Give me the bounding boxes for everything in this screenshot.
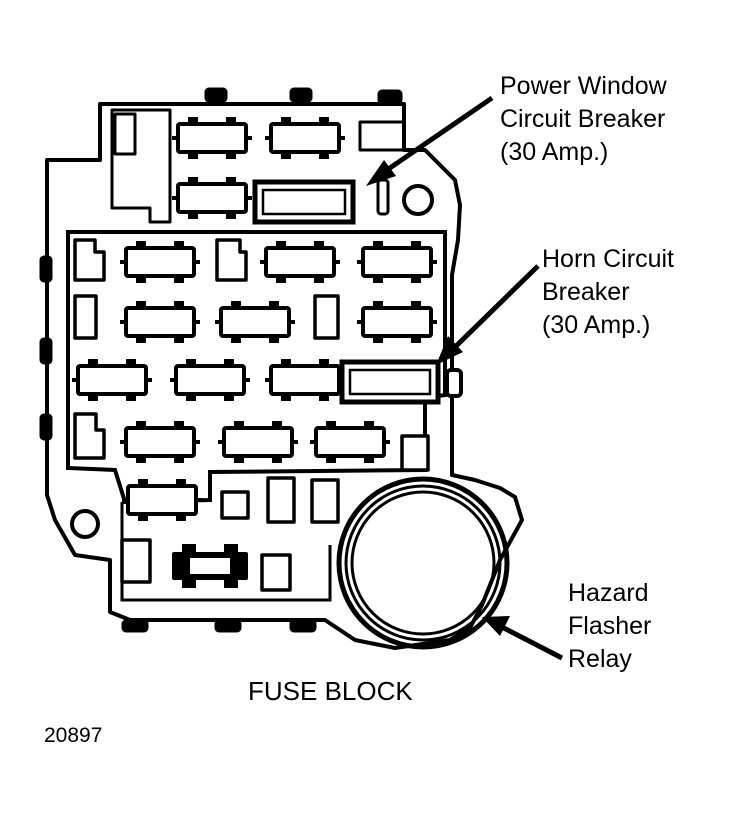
fuse-bold xyxy=(172,544,248,588)
leader-arrows xyxy=(366,95,564,661)
diagram-caption: FUSE BLOCK xyxy=(248,676,413,706)
power-window-breaker-label: Power Window Circuit Breaker (30 Amp.) xyxy=(500,70,667,169)
horn-breaker-label: Horn Circuit Breaker (30 Amp.) xyxy=(542,243,674,342)
horn-arrow xyxy=(450,264,540,352)
connector-blocks xyxy=(73,238,430,592)
slot xyxy=(376,178,390,216)
horn-label-line-1: Horn Circuit xyxy=(542,245,674,273)
hazard-flasher-relay xyxy=(336,476,510,650)
mounting-hole-left xyxy=(70,509,100,539)
hazard-arrow xyxy=(498,623,564,661)
power-window-arrow xyxy=(382,95,494,175)
horn-circuit-breaker xyxy=(339,359,441,405)
power-window-circuit-breaker xyxy=(252,179,356,225)
hazard-label-line-1: Hazard xyxy=(568,579,649,607)
mounting-hole-right xyxy=(402,184,434,216)
hazard-label-line-3: Relay xyxy=(568,645,632,673)
hazard-label-line-2: Flasher xyxy=(568,612,652,640)
figure-number: 20897 xyxy=(44,724,103,747)
mounting-tabs xyxy=(39,87,463,633)
horn-label-line-3: (30 Amp.) xyxy=(542,311,651,339)
power-window-label-line-1: Power Window xyxy=(500,72,667,100)
hazard-relay-label: Hazard Flasher Relay xyxy=(568,577,651,676)
fuse-panel xyxy=(66,230,447,505)
power-window-label-line-2: Circuit Breaker xyxy=(500,105,666,133)
horn-label-line-2: Breaker xyxy=(542,278,630,306)
power-window-label-line-3: (30 Amp.) xyxy=(500,138,609,166)
